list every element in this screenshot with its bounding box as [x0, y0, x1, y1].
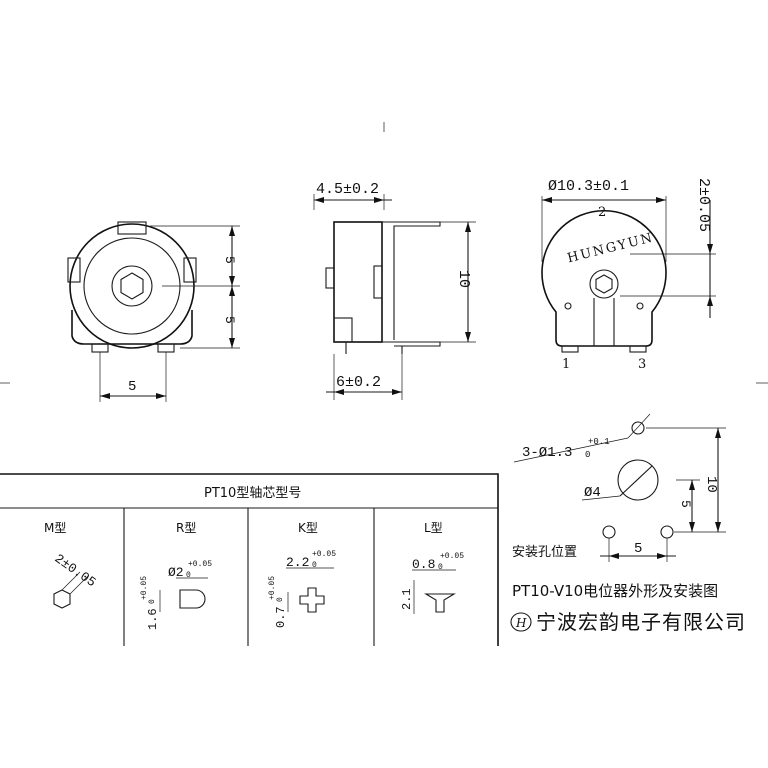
shaft-r-dim1-plus: +0.05: [188, 560, 212, 569]
shaft-r-shape: [179, 589, 206, 609]
shaft-m-dim: 2±0.05: [52, 551, 99, 590]
shaft-k-dim2-plus: +0.05: [268, 576, 277, 600]
shaft-r-label: R型: [176, 521, 196, 535]
top-view-dim-bottom: 5: [128, 379, 136, 395]
shaft-l-dim1: 0.8: [412, 557, 435, 572]
side-view-slot: [373, 265, 383, 299]
front-view: Ø10.3±0.1 2 HUNGYUN 1 3 2±0.05: [541, 178, 716, 372]
table-frame: [0, 473, 499, 646]
company-name: 宁波宏韵电子有限公司: [536, 610, 746, 634]
front-view-body: [541, 210, 667, 347]
mount-hole-tol-zero: 0: [585, 450, 590, 460]
side-view-pin-top: [382, 221, 441, 340]
top-view: 5 5 5: [67, 221, 240, 402]
shaft-r-dim2: 1.6: [146, 608, 160, 630]
mount-hole-right: [660, 525, 674, 539]
table-title: PT10型轴芯型号: [204, 486, 301, 501]
mount-hole-layout: 3-Ø1.3 +0.1 0 Ø4 10 5 5 安装孔位置: [512, 413, 726, 562]
company-logo-letter: H: [515, 616, 527, 630]
title-block: PT10-V10电位器外形及安装图 H 宁波宏韵电子有限公司: [510, 582, 746, 634]
mount-hole-top: [631, 421, 645, 435]
shaft-k-dim1-zero: 0: [312, 561, 317, 570]
shaft-k-dim2: 0.7: [274, 606, 288, 628]
top-view-dim-upper: 5: [222, 256, 237, 264]
mount-hole-dim-width: 5: [634, 541, 642, 557]
company-logo-icon: H: [510, 612, 532, 632]
top-view-pin-right: [157, 343, 175, 353]
side-view-body: [333, 221, 383, 343]
front-view-dim-diameter: Ø10.3±0.1: [548, 178, 629, 195]
shaft-l-dim1-zero: 0: [438, 563, 443, 572]
side-view-dim-top: 4.5±0.2: [316, 181, 379, 198]
shaft-type-table: PT10型轴芯型号 M型 2±0.05 R型 Ø2 +0.05 0 1.6 +0…: [0, 473, 499, 646]
front-view-hex-hole: [595, 274, 613, 294]
shaft-r-dim1: Ø2: [168, 565, 184, 580]
mount-hole-dim: 3-Ø1.3: [522, 445, 572, 461]
shaft-m-hex: [53, 589, 71, 609]
top-view-tab-top: [117, 221, 147, 235]
front-view-pin-1-label: 1: [562, 357, 570, 372]
mount-hole-dim-half: 5: [678, 500, 693, 508]
front-view-pin-2-label: 2: [598, 205, 606, 220]
front-view-slot: [593, 298, 615, 346]
shaft-r-dim1-zero: 0: [186, 571, 191, 580]
front-view-shaft: [589, 269, 619, 299]
top-view-dim-lower: 5: [222, 316, 237, 324]
shaft-k-label: K型: [298, 521, 318, 535]
top-view-hex-hole: [120, 272, 144, 300]
shaft-k-shape: [299, 587, 325, 613]
mount-hole-dim-height: 10: [703, 476, 719, 493]
shaft-l-dim2: 2.1: [400, 588, 414, 610]
shaft-k-dim2-zero: 0: [276, 597, 285, 602]
drawing-title: PT10-V10电位器外形及安装图: [512, 582, 718, 600]
mount-hole-tol-plus: +0.1: [588, 437, 610, 447]
mount-hole-left: [602, 525, 616, 539]
shaft-l-label: L型: [424, 521, 443, 535]
shaft-r-dim2-zero: 0: [148, 599, 157, 604]
front-view-pin-3-label: 3: [638, 357, 646, 372]
shaft-l-dim1-plus: +0.05: [440, 552, 464, 561]
side-view: 4.5±0.2 10 6±0.2: [313, 181, 476, 400]
shaft-k-dim1: 2.2: [286, 555, 309, 570]
shaft-k-dim1-plus: +0.05: [312, 550, 336, 559]
front-view-hole-right: [636, 302, 644, 310]
front-view-brand: HUNGYUN: [566, 230, 656, 266]
side-view-dim-height: 10: [455, 270, 472, 288]
shaft-m-label: M型: [44, 521, 66, 535]
top-view-tab-left: [67, 257, 81, 283]
top-view-base: [71, 310, 193, 345]
mount-hole-center: [617, 459, 659, 501]
side-view-pin-bottom: [382, 341, 441, 347]
side-view-shaft: [325, 267, 335, 289]
front-view-hole-left: [564, 302, 572, 310]
top-view-shaft-circle: [111, 265, 153, 307]
mount-hole-center-dim: Ø4: [584, 485, 601, 501]
side-view-dim-bottom: 6±0.2: [336, 374, 381, 391]
top-view-pin-left: [91, 343, 109, 353]
side-view-base-step: [333, 317, 353, 343]
shaft-r-dim2-plus: +0.05: [140, 576, 149, 600]
front-view-dim-right: 2±0.05: [695, 178, 712, 232]
mount-hole-title: 安装孔位置: [512, 545, 577, 560]
shaft-l-shape: [424, 593, 456, 613]
top-view-tab-right: [183, 257, 197, 283]
